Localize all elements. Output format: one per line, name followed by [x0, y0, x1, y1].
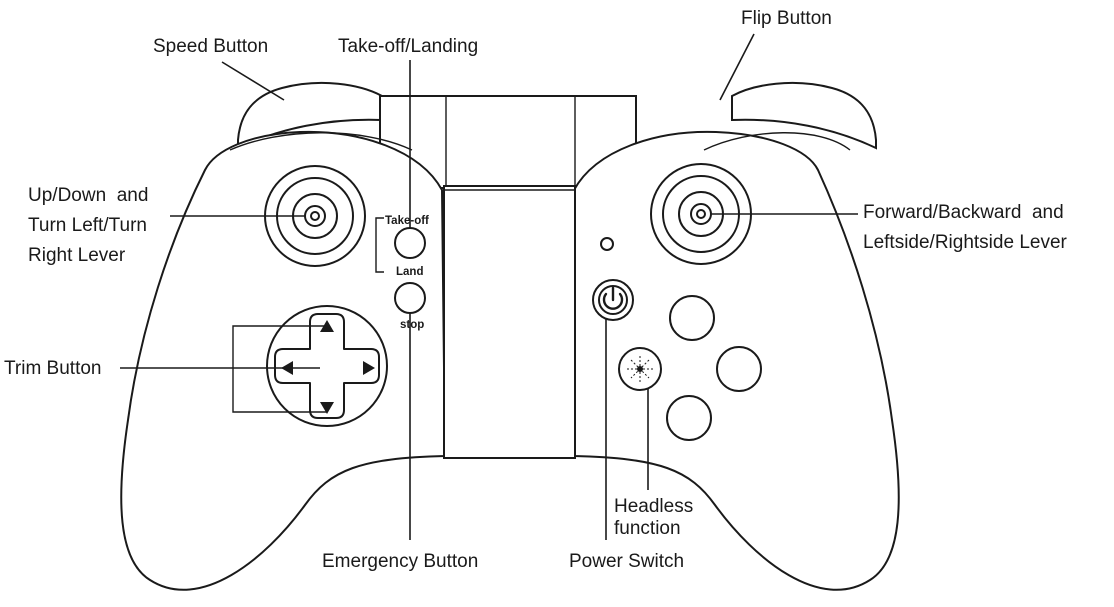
- action-button-right: [716, 346, 762, 392]
- stop-mark: stop: [400, 319, 424, 331]
- land-mark: Land: [396, 266, 423, 278]
- indicator-led: [600, 237, 614, 251]
- power-icon: [602, 286, 624, 310]
- label-trim-button: Trim Button: [4, 358, 102, 379]
- label-left-lever-3: Right Lever: [28, 245, 126, 266]
- label-takeoff-landing: Take-off/Landing: [338, 36, 478, 57]
- power-button: [592, 279, 634, 321]
- label-left-lever-2: Turn Left/Turn: [28, 215, 147, 236]
- center-panel: [443, 185, 576, 459]
- label-emergency-button: Emergency Button: [322, 551, 478, 572]
- headless-button: [618, 347, 662, 391]
- takeoff-mark: Take-off: [385, 215, 429, 227]
- label-left-lever-1: Up/Down and: [28, 185, 148, 206]
- flip-shoulder-button: [731, 81, 877, 150]
- right-grip-body: [573, 130, 900, 591]
- label-speed-button: Speed Button: [153, 36, 268, 57]
- action-button-top: [669, 295, 715, 341]
- label-flip-button: Flip Button: [741, 8, 832, 29]
- headless-icon: [627, 356, 653, 382]
- action-button-bottom: [666, 395, 712, 441]
- speed-leader: [221, 61, 285, 101]
- label-right-lever-2: Leftside/Rightside Lever: [863, 232, 1068, 253]
- label-power-switch: Power Switch: [569, 551, 684, 572]
- flip-leader: [719, 33, 755, 101]
- speed-shoulder-button: [237, 81, 383, 150]
- label-headless-1: Headless: [614, 496, 693, 517]
- arrow-right-icon: [363, 361, 375, 375]
- left-grip-body: [120, 130, 447, 591]
- label-headless-2: function: [614, 518, 681, 539]
- arrow-down-icon: [320, 402, 334, 414]
- label-right-lever-1: Forward/Backward and: [863, 202, 1064, 223]
